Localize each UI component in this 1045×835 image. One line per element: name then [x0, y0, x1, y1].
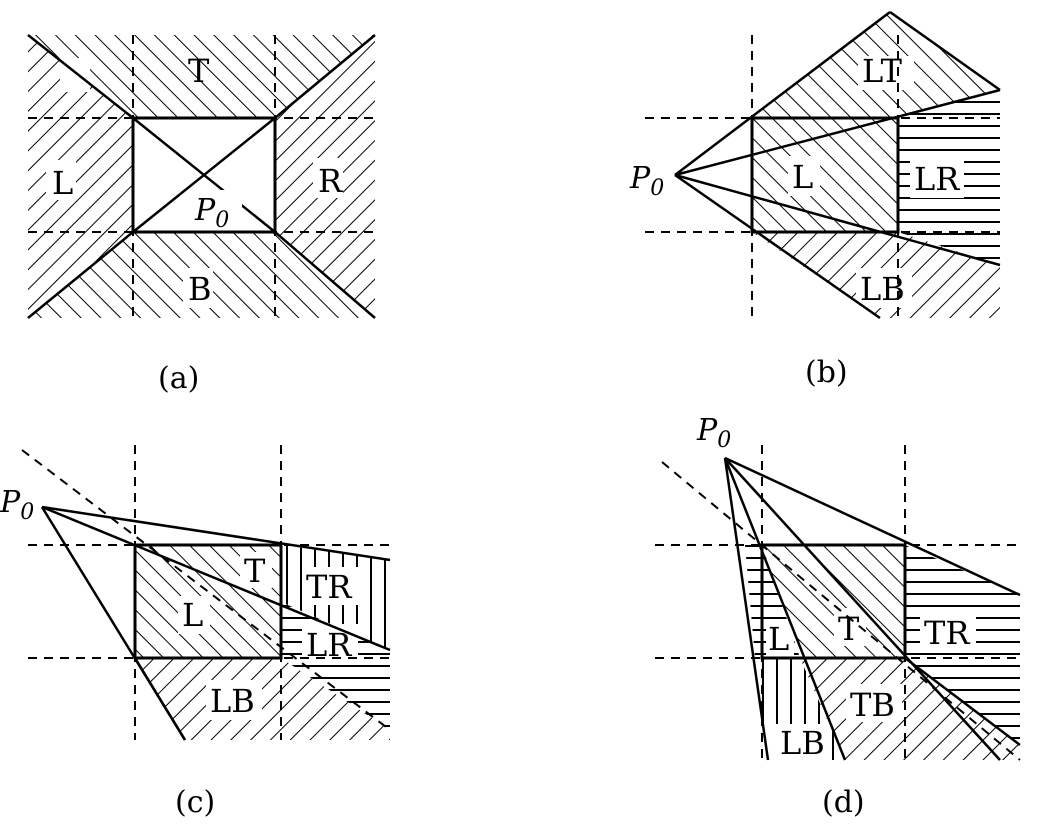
panel-a: T L R B P0 (a) [27, 34, 376, 396]
region-label: L [768, 620, 789, 658]
region-label: LB [210, 682, 255, 720]
region-label: LB [860, 270, 905, 308]
panel-c: T TR L LR LB P0 (c) [0, 445, 391, 820]
region-label: T [244, 552, 266, 590]
point-p0-label: P0 [0, 485, 34, 525]
point-p0-label: P0 [629, 161, 664, 201]
region-label: T [188, 52, 210, 90]
clip-window [133, 543, 283, 660]
region-label: LB [780, 724, 825, 762]
region-label: L [52, 164, 73, 202]
region-t-fill [762, 545, 905, 658]
region-label: LR [306, 626, 352, 664]
region-label: L [182, 596, 203, 634]
region-label: B [188, 270, 212, 308]
clip-window [760, 543, 907, 660]
region-lb-fill [135, 658, 390, 740]
panel-d: T TR L TB LB P0 (d) [655, 413, 1021, 820]
panel-caption: (d) [822, 785, 865, 820]
point-p0-label: P0 [194, 193, 229, 233]
region-label: TR [924, 614, 970, 652]
region-tb-fill [800, 658, 1020, 760]
panel-b: LT L LR LB P0 (b) [629, 10, 1001, 390]
region-label: R [318, 162, 343, 200]
region-label: L [792, 158, 813, 196]
panel-caption: (c) [175, 785, 215, 820]
region-l-fill [28, 35, 133, 318]
region-label: LT [862, 52, 903, 90]
point-p0-label: P0 [696, 413, 731, 453]
region-label: T [838, 610, 860, 648]
panel-caption: (b) [805, 355, 848, 390]
region-label: TB [850, 686, 895, 724]
clip-window [131, 116, 277, 234]
panel-caption: (a) [158, 361, 199, 396]
clip-window [750, 116, 900, 234]
region-t-fill [28, 35, 375, 118]
region-label: LR [914, 160, 960, 198]
region-label: TR [306, 568, 352, 606]
